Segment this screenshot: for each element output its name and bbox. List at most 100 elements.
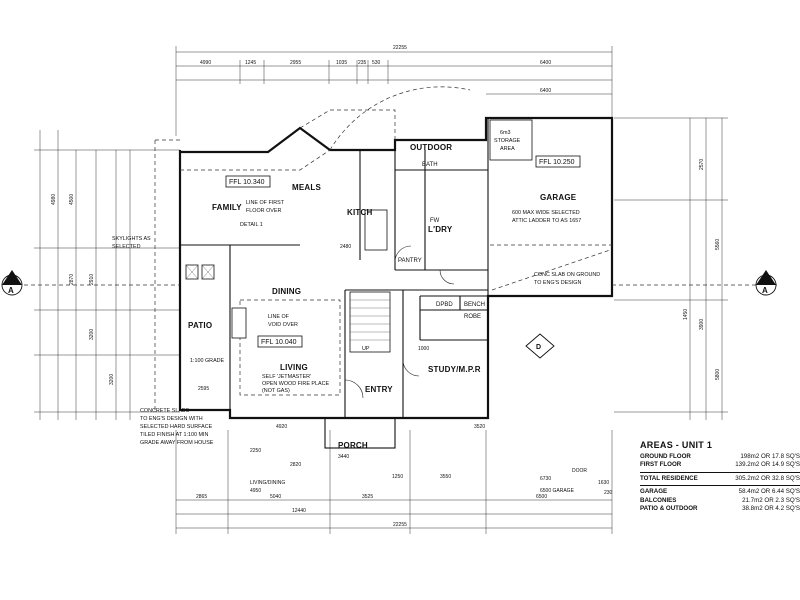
areas-row-label: GROUND FLOOR [640,453,691,460]
dim-bottom-5: 1630 [598,480,609,486]
building-walls [24,86,780,449]
dim-left-6: 3200 [109,374,115,385]
areas-row-total: TOTAL RESIDENCE 305.2m2 OR 32.8 SQ'S [640,475,800,483]
areas-row-value: 139.2m2 OR 14.9 SQ'S [735,461,800,469]
dim-overall-bottom: 22255 [393,522,407,528]
dim-top-7: 6400 [540,60,551,66]
areas-row-label: TOTAL RESIDENCE [640,474,698,482]
top-dimensions: 22255 4990 1245 2955 1035 235 530 6400 6… [175,45,613,136]
areas-row-label: BALCONIES [640,496,677,504]
room-study: STUDY/M.P.R [428,365,481,374]
level-marker-label: D [536,344,541,351]
room-bath: BATH [422,162,438,168]
note-conc-slab-1: CONC SLAB ON GROUND [534,272,600,278]
room-robe: ROBE [464,314,481,320]
dim-misc-2820: 2820 [290,462,301,468]
dim-misc-3550: 3550 [440,474,451,480]
areas-row-value: 305.2m2 OR 32.8 SQ'S [735,474,800,482]
dim-left-5: 3200 [89,329,95,340]
note-storage-1: 6m3 [500,130,511,136]
dim-bottom-6: 230 [604,490,613,496]
note-fireplace-2: OPEN WOOD FIRE PLACE [262,381,329,387]
porch-outline [324,417,396,449]
dim-right-3: 1450 [683,309,689,320]
ffl-garage-label: FFL 10.250 [539,159,575,166]
dim-top-1: 4990 [200,60,211,66]
areas-row-label: FIRST FLOOR [640,461,682,469]
note-concrete-2: TO ENG'S DESIGN WITH [140,416,203,422]
note-conc-slab-2: TO ENG'S DESIGN [534,280,581,286]
room-garage: GARAGE [540,193,577,202]
note-fireplace-3: (NOT GAS) [262,388,290,394]
dim-bottom-1: 2865 [196,494,207,500]
note-up: UP [362,346,370,352]
dim-misc-2250: 2250 [250,448,261,454]
room-dpbd: DPBD [436,302,453,308]
dim-misc-1250: 1250 [392,474,403,480]
areas-row-label: PATIO & OUTDOOR [640,505,698,513]
dim-misc-3520: 3520 [474,424,485,430]
note-detail: DETAIL 1 [240,222,263,228]
note-attic-2: ATTIC LADDER TO AS 1657 [512,218,581,224]
note-fireplace-1: SELF 'JETMASTER' [262,374,311,380]
dim-right-2: 5560 [715,239,721,250]
room-entry: ENTRY [365,385,393,394]
areas-row: FIRST FLOOR 139.2m2 OR 14.9 SQ'S [640,461,800,469]
areas-row-value: 58.4m2 OR 6.44 SQ'S [738,488,800,496]
ffl-living-label: FFL 10.040 [261,339,297,346]
dim-garage-right: 6730 [540,476,551,482]
dim-right-4: 3900 [699,319,705,330]
room-ldry: L'DRY [428,225,453,234]
note-line-void-1: LINE OF [268,314,290,320]
dim-misc-3440: 3440 [338,454,349,460]
room-bench: BENCH [464,302,485,308]
dim-bottom-2: 5040 [270,494,281,500]
note-line-void-2: VOID OVER [268,322,298,328]
note-concrete-5: GRADE AWAY FROM HOUSE [140,440,214,446]
note-attic-1: 600 MAX WIDE SELECTED [512,210,580,216]
note-garage-dim: 6500 GARAGE [540,488,575,494]
dim-overall-top: 22255 [393,45,407,51]
room-fw: FW [430,218,440,224]
dim-top-4: 1035 [336,60,347,66]
dim-misc-12440: 12440 [292,508,306,514]
dim-left-3: 2870 [69,274,75,285]
note-concrete-1: CONCRETE SLABS [140,408,190,414]
dim-misc-2595: 2595 [198,386,209,392]
ffl-family-label: FFL 10.340 [229,179,265,186]
fireplace [231,307,247,339]
room-living: LIVING [280,363,308,372]
left-dimensions: 4980 4500 2870 2910 3200 3200 [34,130,180,420]
areas-row: GROUND FLOOR 198m2 OR 17.8 SQ'S [640,453,800,461]
storage-box [489,119,533,161]
dim-misc-4950: 4950 [250,488,261,494]
note-concrete-4: TILED FINISH AT 1:100 MIN [140,432,209,438]
note-storage-2: STORAGE [494,138,521,144]
stairs [349,291,391,353]
section-marker-right-label: A [762,286,768,295]
section-marker-left: A [1,270,23,296]
dim-bottom-3: 3525 [362,494,373,500]
note-line-first-floor-2: FLOOR OVER [246,208,281,214]
dim-right-5: 5800 [715,369,721,380]
dim-misc-4920: 4920 [276,424,287,430]
dim-left-4: 2910 [89,274,95,285]
areas-divider [640,485,800,487]
section-marker-right: A [755,270,777,296]
level-marker: D [525,333,555,359]
areas-row: PATIO & OUTDOOR 38.8m2 OR 4.2 SQ'S [640,505,800,513]
note-skylights-2: SELECTED [112,244,141,250]
dim-misc-1000: 1000 [418,346,429,352]
ffl-family: FFL 10.340 [225,175,271,188]
areas-row: GARAGE 58.4m2 OR 6.44 SQ'S [640,488,800,496]
dim-left-2: 4500 [69,194,75,205]
note-living-dining: LIVING/DINING [250,480,285,486]
room-family: FAMILY [212,203,242,212]
ffl-garage: FFL 10.250 [535,155,581,168]
areas-row-value: 38.8m2 OR 4.2 SQ'S [742,505,800,513]
note-door: DOOR [572,468,587,474]
dim-top-3: 2955 [290,60,301,66]
dim-garage-top: 6400 [540,88,551,94]
room-outdoor: OUTDOOR [410,143,452,152]
